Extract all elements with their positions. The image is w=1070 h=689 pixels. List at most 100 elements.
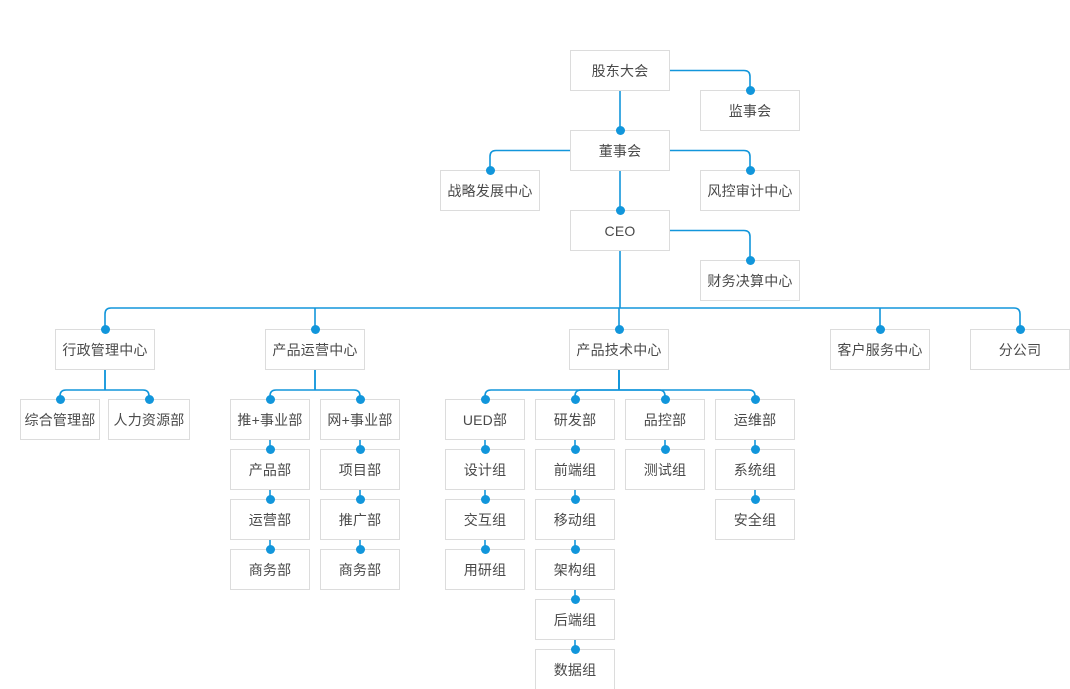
org-node-n13[interactable]: 综合管理部: [20, 399, 100, 440]
connector-elbow-right: [670, 69, 751, 90]
org-node-label: 测试组: [643, 461, 687, 478]
org-node-n17[interactable]: 运营部: [230, 499, 310, 540]
connector-dot: [480, 494, 490, 504]
connector-dot: [745, 165, 755, 175]
connector-elbow-left: [489, 149, 570, 170]
org-node-label: 监事会: [728, 102, 772, 119]
org-node-n14[interactable]: 人力资源部: [108, 399, 190, 440]
connector-dot: [265, 544, 275, 554]
org-node-n07[interactable]: 财务决算中心: [700, 260, 800, 301]
connector-fork-branch: [619, 389, 756, 399]
org-node-label: 董事会: [598, 142, 642, 159]
connector-fork-branch: [105, 389, 150, 399]
org-node-n15[interactable]: 推+事业部: [230, 399, 310, 440]
org-node-n03[interactable]: 董事会: [570, 130, 670, 171]
connector-dot: [745, 85, 755, 95]
org-node-n29[interactable]: 移动组: [535, 499, 615, 540]
connector-dot: [265, 494, 275, 504]
org-node-label: CEO: [604, 222, 636, 239]
org-node-n01[interactable]: 股东大会: [570, 50, 670, 91]
connector-dot: [480, 444, 490, 454]
org-node-label: 移动组: [553, 511, 597, 528]
connector-dot: [265, 394, 275, 404]
connector-fork-branch: [315, 389, 361, 399]
connector-dot: [615, 125, 625, 135]
org-node-n35[interactable]: 运维部: [715, 399, 795, 440]
org-node-n36[interactable]: 系统组: [715, 449, 795, 490]
connector-dot: [1015, 324, 1025, 334]
connector-fork-branch: [269, 389, 315, 399]
connector-dot: [615, 205, 625, 215]
connector-dot: [310, 324, 320, 334]
org-node-n22[interactable]: 商务部: [320, 549, 400, 590]
connector-dot: [750, 494, 760, 504]
org-node-n23[interactable]: UED部: [445, 399, 525, 440]
org-node-label: 商务部: [248, 561, 292, 578]
org-node-label: 推+事业部: [237, 411, 303, 428]
connector-fork-branch: [619, 389, 666, 399]
org-node-label: 股东大会: [591, 62, 649, 79]
connector-dot: [570, 494, 580, 504]
org-node-label: 风控审计中心: [707, 182, 793, 199]
org-node-n25[interactable]: 交互组: [445, 499, 525, 540]
connector-dot: [144, 394, 154, 404]
org-node-n37[interactable]: 安全组: [715, 499, 795, 540]
org-node-n30[interactable]: 架构组: [535, 549, 615, 590]
org-node-n11[interactable]: 客户服务中心: [830, 329, 930, 370]
org-node-n16[interactable]: 产品部: [230, 449, 310, 490]
org-node-label: 推广部: [338, 511, 382, 528]
org-node-n10[interactable]: 产品技术中心: [569, 329, 669, 370]
connector-dot: [750, 394, 760, 404]
org-node-n06[interactable]: CEO: [570, 210, 670, 251]
org-node-label: 交互组: [463, 511, 507, 528]
connector-fork-branch: [484, 389, 619, 399]
org-node-n27[interactable]: 研发部: [535, 399, 615, 440]
org-node-label: 行政管理中心: [62, 341, 148, 358]
org-node-n05[interactable]: 风控审计中心: [700, 170, 800, 211]
org-node-label: 用研组: [463, 561, 507, 578]
connector-dot: [614, 324, 624, 334]
connector-dot: [660, 394, 670, 404]
connector-dot: [485, 165, 495, 175]
org-node-label: 商务部: [338, 561, 382, 578]
org-node-label: 安全组: [733, 511, 777, 528]
connector-dot: [570, 444, 580, 454]
org-node-n20[interactable]: 项目部: [320, 449, 400, 490]
org-node-label: 运维部: [733, 411, 777, 428]
org-node-n04[interactable]: 战略发展中心: [440, 170, 540, 211]
org-node-n02[interactable]: 监事会: [700, 90, 800, 131]
org-node-n24[interactable]: 设计组: [445, 449, 525, 490]
org-node-n21[interactable]: 推广部: [320, 499, 400, 540]
org-node-n34[interactable]: 测试组: [625, 449, 705, 490]
org-node-label: 分公司: [998, 341, 1042, 358]
org-node-n08[interactable]: 行政管理中心: [55, 329, 155, 370]
connector-dot: [875, 324, 885, 334]
connector-dot: [480, 544, 490, 554]
org-node-n31[interactable]: 后端组: [535, 599, 615, 640]
connector-dot: [745, 255, 755, 265]
connector-dot: [570, 394, 580, 404]
connector-dot: [480, 394, 490, 404]
connector-dot: [570, 544, 580, 554]
org-node-n26[interactable]: 用研组: [445, 549, 525, 590]
org-node-n18[interactable]: 商务部: [230, 549, 310, 590]
connector-dot: [750, 444, 760, 454]
connector-dot: [660, 444, 670, 454]
org-node-n09[interactable]: 产品运营中心: [265, 329, 365, 370]
org-node-n32[interactable]: 数据组: [535, 649, 615, 689]
org-node-label: 人力资源部: [113, 411, 185, 428]
org-node-label: 战略发展中心: [447, 182, 533, 199]
org-node-label: 设计组: [463, 461, 507, 478]
connector-elbow-right: [670, 229, 751, 260]
connector-dot: [355, 444, 365, 454]
connector-dot: [570, 594, 580, 604]
org-node-label: 架构组: [553, 561, 597, 578]
org-node-label: 前端组: [553, 461, 597, 478]
connector-dot: [355, 494, 365, 504]
org-node-label: 产品部: [248, 461, 292, 478]
org-node-n19[interactable]: 网+事业部: [320, 399, 400, 440]
org-node-n33[interactable]: 品控部: [625, 399, 705, 440]
org-node-n12[interactable]: 分公司: [970, 329, 1070, 370]
org-node-label: 产品运营中心: [272, 341, 358, 358]
org-node-n28[interactable]: 前端组: [535, 449, 615, 490]
